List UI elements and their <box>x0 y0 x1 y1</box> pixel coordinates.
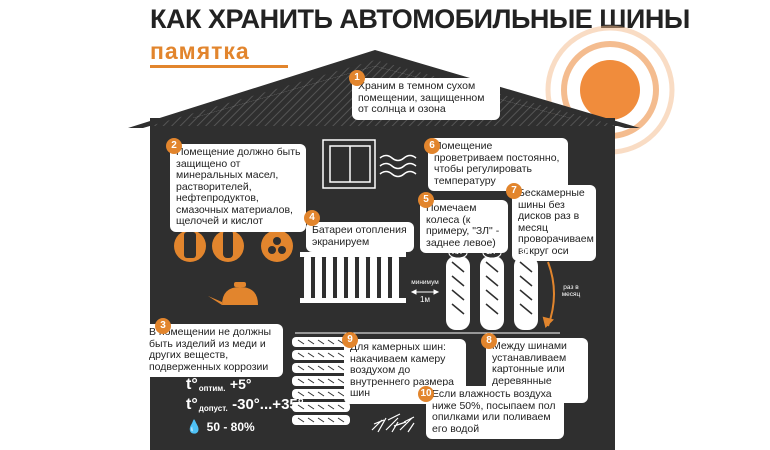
distance-arrow <box>410 289 440 295</box>
tip-3-text: В помещении не должны быть изделий из ме… <box>149 326 272 373</box>
radiator-icon <box>300 252 406 303</box>
airflow-icon <box>379 154 417 178</box>
stacked-tires <box>292 337 350 425</box>
tip-6-text: Помещение проветриваем постоянно, чтобы … <box>434 140 560 187</box>
tip-4-callout: Батареи отопления экранируем <box>306 222 414 252</box>
tip-6-badge: 6 <box>424 138 440 154</box>
tire-label-zp: ЗП <box>520 249 530 256</box>
temp-allowed-row: t°допуст. -30°...+35° <box>186 396 304 414</box>
subtitle-underline <box>150 65 288 68</box>
tip-7-text: Бескамерные шины без дисков раз в месяц … <box>518 187 594 257</box>
tip-1-badge: 1 <box>349 70 365 86</box>
tip-5-badge: 5 <box>418 192 434 208</box>
tip-6-callout: Помещение проветриваем постоянно, чтобы … <box>428 138 568 191</box>
min-distance-value: 1м <box>420 295 430 304</box>
upright-tires <box>446 256 538 330</box>
humidity-value: 50 - 80% <box>206 420 255 434</box>
sawdust-icon <box>371 413 415 433</box>
tip-7-badge: 7 <box>506 183 522 199</box>
water-drop-icon: 💧 <box>186 419 203 434</box>
temp-allowed-label: допуст. <box>198 404 228 413</box>
min-distance-label: минимум <box>411 279 439 286</box>
roof <box>140 52 625 126</box>
tip-9-badge: 9 <box>342 332 358 348</box>
window-icon <box>322 139 376 189</box>
rotation-arrow-icon <box>542 261 555 328</box>
tip-5-text: Помечаем колеса (к примеру, "ЗЛ" - задне… <box>426 202 500 249</box>
temp-symbol-2: t° <box>186 396 198 413</box>
tip-4-text: Батареи отопления экранируем <box>312 224 407 248</box>
tip-2-callout: Помещение должно быть защищено от минера… <box>170 144 306 232</box>
temp-optimal-label: оптим. <box>198 384 226 393</box>
tip-9-text: Для камерных шин: накачиваем камеру возд… <box>350 341 455 399</box>
tip-10-text: Если влажность воздуха ниже 50%, посыпае… <box>432 388 556 435</box>
tip-2-badge: 2 <box>166 138 182 154</box>
page-subtitle: памятка <box>150 38 250 64</box>
tip-8-badge: 8 <box>481 333 497 349</box>
tip-10-badge: 10 <box>418 386 434 402</box>
tip-9-callout: Для камерных шин: накачиваем камеру возд… <box>344 339 466 404</box>
kettle-icon <box>208 282 258 305</box>
tip-4-badge: 4 <box>304 210 320 226</box>
tip-1-callout: Храним в темном сухом помещении, защищен… <box>352 78 500 120</box>
tip-2-text: Помещение должно быть защищено от минера… <box>176 146 301 227</box>
tip-1-text: Храним в темном сухом помещении, защищен… <box>358 80 485 115</box>
temp-symbol: t° <box>186 376 198 393</box>
tire-label-zl: ЗЛ <box>486 249 496 256</box>
humidity-row: 💧 50 - 80% <box>186 418 255 436</box>
chemicals-icon <box>174 230 293 262</box>
tip-7-callout: Бескамерные шины без дисков раз в месяц … <box>512 185 596 261</box>
tip-3-badge: 3 <box>155 318 171 334</box>
temp-allowed-value: -30°...+35° <box>232 396 304 413</box>
temp-optimal-value: +5° <box>229 376 252 392</box>
tip-10-callout: Если влажность воздуха ниже 50%, посыпае… <box>426 386 564 439</box>
temp-optimal-row: t°оптим. +5° <box>186 376 251 394</box>
rotation-label: раз в месяц <box>561 284 581 298</box>
tire-label-pl: ПЛ <box>452 249 462 256</box>
tip-5-callout: Помечаем колеса (к примеру, "ЗЛ" - задне… <box>420 200 508 253</box>
